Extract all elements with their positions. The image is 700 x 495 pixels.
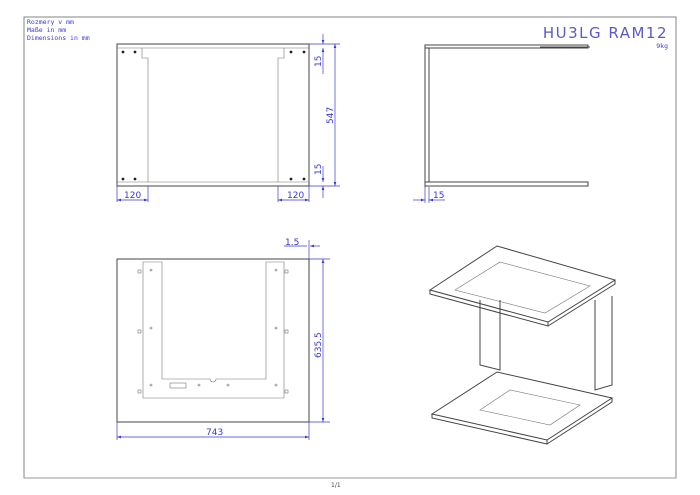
dim-top-15: 15	[314, 56, 324, 67]
side-view: 15	[413, 44, 589, 203]
isometric-view	[428, 245, 617, 445]
drawing-title: HU3LG RAM12	[543, 24, 668, 42]
dim-bottom-15: 15	[314, 164, 324, 175]
dim-offset-1-5: 1.5	[285, 238, 299, 248]
dim-width-743: 743	[206, 428, 223, 438]
weight: 9kg	[656, 42, 668, 50]
dim-left-120: 120	[124, 191, 141, 201]
note-de: Maße in mm	[27, 26, 66, 34]
dim-height-547: 547	[326, 107, 336, 124]
dim-right-120: 120	[287, 191, 304, 201]
dim-depth-635-5: 635.5	[314, 332, 324, 358]
note-cz: Rozmery v mm	[27, 18, 74, 26]
dim-side-15: 15	[433, 191, 444, 201]
page-number: 1/1	[331, 482, 341, 489]
drawing-frame	[23, 16, 677, 479]
top-view: 635.5 1.5 743	[116, 238, 330, 440]
front-view: 15 547 15 120 120	[116, 34, 340, 202]
note-en: Dimensions in mm	[27, 34, 90, 42]
